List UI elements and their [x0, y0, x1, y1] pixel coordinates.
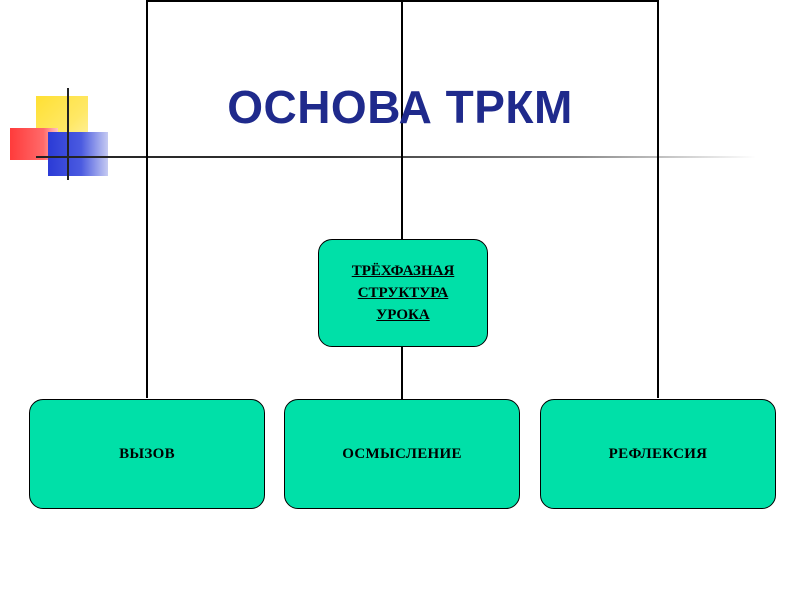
phase-box-challenge: ВЫЗОВ — [29, 399, 265, 509]
phase-label-reflection: РЕФЛЕКСИЯ — [608, 445, 708, 462]
phase-label-challenge: ВЫЗОВ — [119, 445, 175, 462]
center-box-line-3: УРОКА — [376, 307, 430, 323]
connector-left — [146, 0, 148, 398]
decor-vertical-line — [67, 88, 69, 180]
decor-blue-square — [48, 132, 108, 176]
decor-horizontal-line — [36, 156, 756, 158]
connector-center-bottom — [401, 346, 403, 400]
center-box-line-1: ТРЁХФАЗНАЯ — [351, 263, 455, 279]
center-box-line-2: СТРУКТУРА — [357, 285, 449, 301]
connector-center-top — [401, 0, 403, 240]
phase-box-comprehension: ОСМЫСЛЕНИЕ — [284, 399, 520, 509]
slide-title: ОСНОВА ТРКМ — [227, 81, 573, 133]
connector-right — [657, 0, 659, 398]
phase-box-reflection: РЕФЛЕКСИЯ — [540, 399, 776, 509]
phase-label-comprehension: ОСМЫСЛЕНИЕ — [342, 445, 462, 462]
three-phase-structure-box: ТРЁХФАЗНАЯ СТРУКТУРА УРОКА — [318, 239, 488, 347]
